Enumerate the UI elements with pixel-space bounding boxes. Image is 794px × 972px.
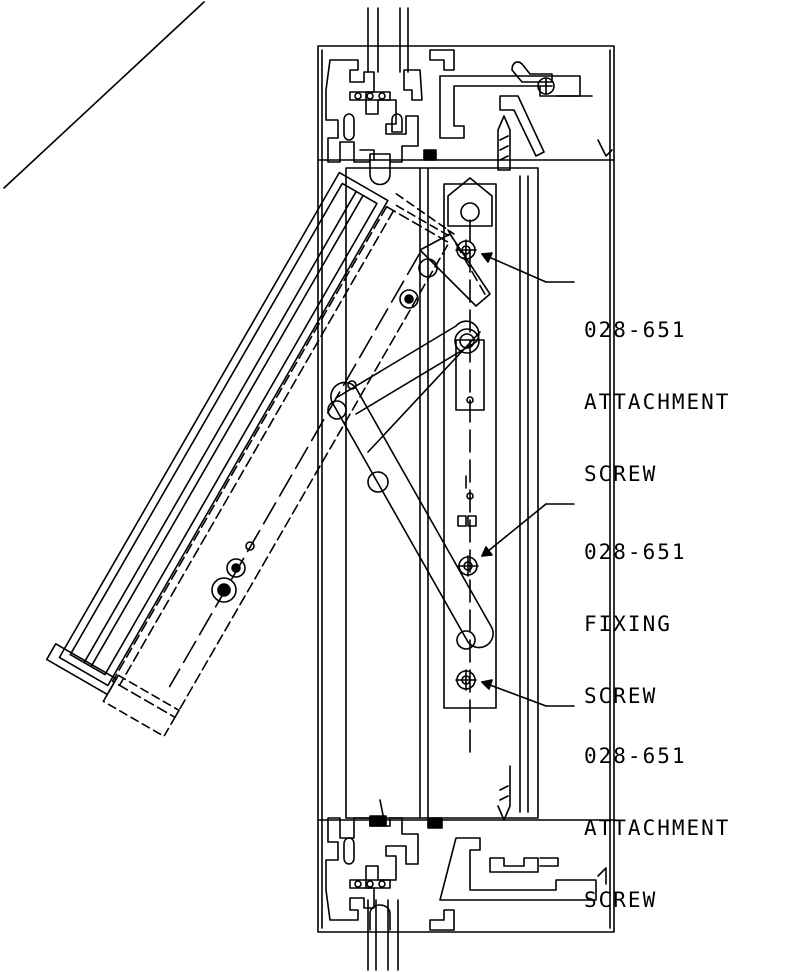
hinge-arm-short (336, 321, 480, 452)
diagonal-leader-line (4, 2, 204, 188)
callout-description: FIXING (584, 612, 672, 636)
callout-description: ATTACHMENT (584, 390, 731, 414)
callout-description: ATTACHMENT (584, 816, 731, 840)
fixing-screw-icon (458, 556, 478, 576)
top-frame-profile (326, 50, 612, 185)
outer-frame (318, 46, 614, 932)
attachment-screw-bottom-icon (456, 670, 476, 690)
hinge-shoe (419, 230, 490, 306)
callout-part-number: 028-651 (584, 744, 687, 768)
sash-screw-lower-icon (212, 542, 254, 602)
bottom-frame-profile (326, 766, 606, 930)
callout-fixing-screw: 028-651 FIXING SCREW (584, 492, 687, 732)
callout-description-line2: SCREW (584, 684, 658, 708)
glazing-lines-bottom (368, 900, 398, 970)
callout-attachment-screw-top: 028-651 ATTACHMENT SCREW (584, 270, 730, 510)
hinge-arm-long (328, 382, 493, 649)
callout-part-number: 028-651 (584, 540, 687, 564)
callout-part-number: 028-651 (584, 318, 687, 342)
callout-attachment-screw-bottom: 028-651 ATTACHMENT SCREW (584, 696, 730, 936)
open-sash (43, 159, 457, 736)
callout-description-line2: SCREW (584, 888, 658, 912)
sash-screw-upper-icon (348, 290, 418, 389)
glazing-lines-top (368, 8, 408, 72)
hinge-track (444, 178, 496, 760)
callout-leaders (482, 253, 574, 706)
callout-description-line2: SCREW (584, 462, 658, 486)
